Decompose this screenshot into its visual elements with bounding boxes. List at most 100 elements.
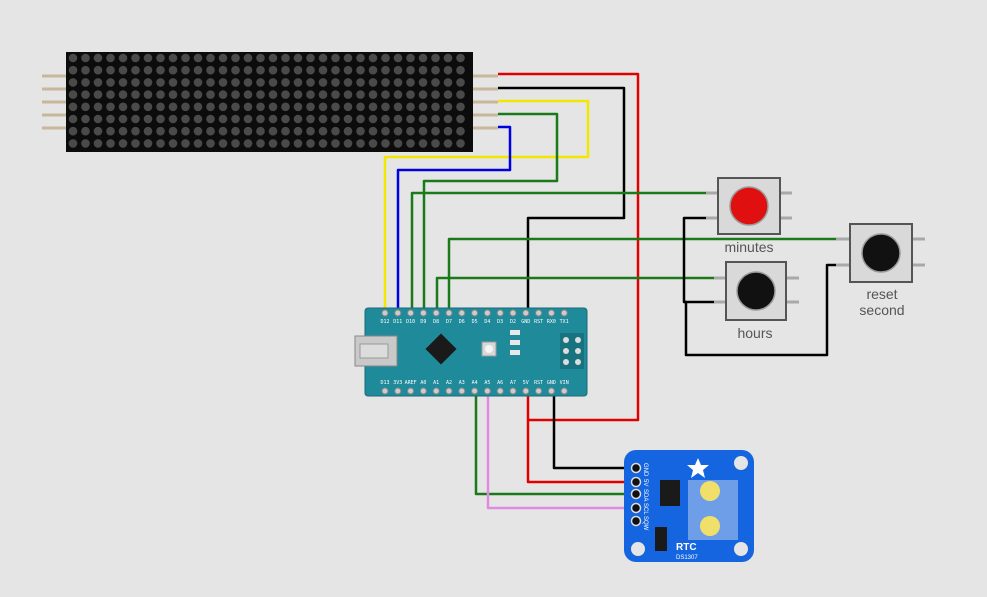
arduino-pin[interactable] (509, 387, 517, 395)
matrix-led (293, 78, 303, 87)
matrix-led (318, 78, 328, 87)
matrix-led (293, 65, 303, 75)
rtc-mount-hole-3 (631, 542, 645, 556)
rtc-module[interactable]: GND 5V SDA SCL SQW RTC DS1307 (624, 450, 754, 562)
matrix-led (418, 139, 428, 148)
rtc-pin-5v: 5V (642, 479, 648, 486)
button-reset-second[interactable]: reset second (836, 223, 925, 318)
matrix-led (281, 53, 290, 63)
arduino-pin-label: A7 (510, 380, 516, 386)
matrix-led (93, 102, 103, 112)
matrix-led (168, 102, 178, 112)
matrix-led (193, 65, 203, 75)
arduino-pin[interactable] (535, 309, 543, 317)
arduino-pin[interactable] (407, 387, 415, 395)
matrix-led (181, 90, 190, 99)
arduino-pin[interactable] (458, 309, 466, 317)
matrix-led (443, 65, 453, 75)
arduino-pin[interactable] (394, 387, 402, 395)
led-matrix[interactable] (42, 52, 498, 152)
arduino-pin[interactable] (496, 387, 504, 395)
matrix-led (443, 90, 453, 99)
matrix-led (218, 114, 228, 124)
rtc-pin-sda: SDA (642, 489, 648, 501)
matrix-led (243, 65, 253, 75)
wire-black-btn-gnd (682, 216, 726, 304)
matrix-led (231, 114, 240, 124)
matrix-led (268, 126, 278, 136)
button-hours[interactable]: hours (714, 261, 799, 341)
arduino-pin[interactable] (432, 309, 440, 317)
button-minutes[interactable]: minutes (706, 177, 792, 255)
arduino-pin[interactable] (547, 309, 555, 317)
matrix-led (243, 102, 253, 112)
matrix-led (368, 139, 378, 148)
matrix-led (306, 102, 315, 112)
wire-green-minutes (410, 191, 718, 312)
arduino-pin[interactable] (381, 309, 389, 317)
matrix-led (181, 65, 190, 75)
arduino-pin[interactable] (535, 387, 543, 395)
arduino-pin[interactable] (560, 387, 568, 395)
arduino-pin[interactable] (381, 387, 389, 395)
arduino-pin-label: D2 (510, 319, 516, 325)
matrix-led (268, 65, 278, 75)
matrix-led (156, 90, 165, 99)
matrix-led (393, 114, 403, 124)
matrix-led (281, 102, 290, 112)
matrix-led (393, 78, 403, 87)
arduino-pin[interactable] (483, 387, 491, 395)
arduino-pin[interactable] (522, 387, 530, 395)
matrix-led (331, 126, 340, 136)
arduino-pin-label: D12 (380, 319, 389, 325)
arduino-pin[interactable] (394, 309, 402, 317)
arduino-pin-label: D5 (472, 319, 478, 325)
arduino-pin[interactable] (445, 309, 453, 317)
matrix-led (331, 90, 340, 99)
matrix-led (218, 78, 228, 87)
matrix-led (106, 114, 115, 124)
arduino-pin-label: A4 (472, 380, 478, 386)
matrix-led (418, 102, 428, 112)
matrix-led (281, 90, 290, 99)
arduino-pin[interactable] (471, 309, 479, 317)
arduino-pin[interactable] (432, 387, 440, 395)
arduino-pin[interactable] (547, 387, 555, 395)
arduino-pin[interactable] (560, 309, 568, 317)
matrix-led (293, 139, 303, 148)
arduino-pin[interactable] (483, 309, 491, 317)
rtc-title: RTC (676, 542, 697, 553)
arduino-pin[interactable] (509, 309, 517, 317)
matrix-led (368, 65, 378, 75)
arduino-pin-label: A3 (459, 380, 465, 386)
rtc-pin-labels: GND 5V SDA SCL SQW (642, 463, 648, 531)
button-minutes-label: minutes (724, 239, 773, 255)
matrix-led (443, 53, 453, 63)
matrix-led (381, 114, 390, 124)
matrix-led (418, 78, 428, 87)
arduino-pin[interactable] (496, 309, 504, 317)
matrix-led (356, 53, 365, 63)
wire-black-btn-gnd-2 (684, 263, 848, 357)
arduino-pin[interactable] (419, 309, 427, 317)
arduino-pin[interactable] (445, 387, 453, 395)
matrix-led (331, 65, 340, 75)
arduino-pin[interactable] (522, 309, 530, 317)
matrix-led (193, 90, 203, 99)
matrix-led (456, 78, 465, 87)
matrix-led (231, 139, 240, 148)
matrix-led (256, 65, 265, 75)
matrix-led (306, 139, 315, 148)
arduino-pin-label: D4 (484, 319, 490, 325)
matrix-led (343, 90, 353, 99)
matrix-led (343, 102, 353, 112)
arduino-pin[interactable] (458, 387, 466, 395)
matrix-led (393, 53, 403, 63)
arduino-pin[interactable] (407, 309, 415, 317)
arduino-pin[interactable] (419, 387, 427, 395)
wires (383, 72, 848, 510)
arduino-pin[interactable] (471, 387, 479, 395)
wire-black-matrix-gnd (498, 86, 626, 312)
